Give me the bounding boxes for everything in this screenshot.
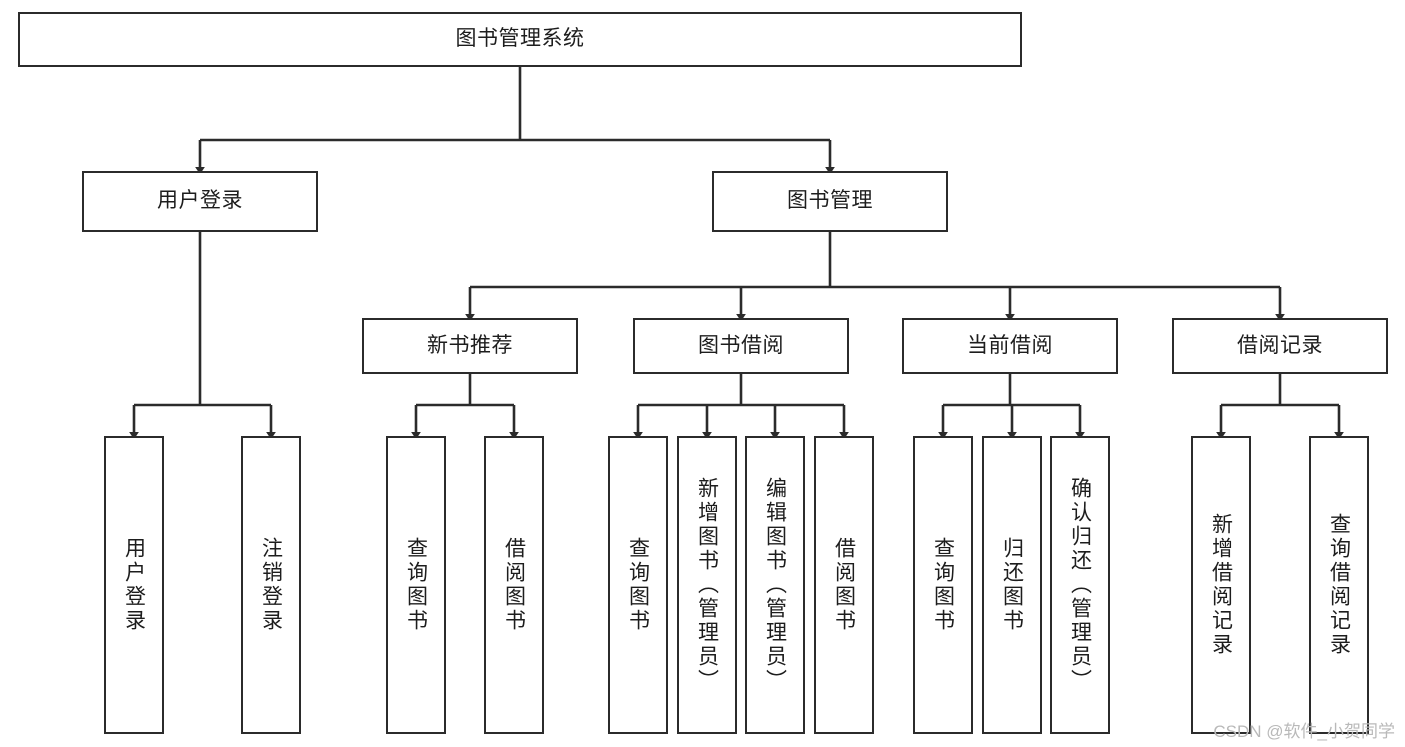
csdn-watermark: CSDN @软件_小贺同学 <box>1213 722 1395 741</box>
node-label: 新增借阅记录 <box>1209 513 1233 657</box>
node-label: 确认归还（管理员） <box>1068 477 1092 693</box>
node-leaf-logout[interactable]: 注销登录 <box>241 436 301 734</box>
node-label: 查询借阅记录 <box>1327 513 1351 657</box>
node-label: 借阅图书 <box>832 537 856 633</box>
node-label: 用户登录 <box>122 537 146 633</box>
node-label: 编辑图书（管理员） <box>763 477 787 693</box>
node-label: 图书管理 <box>787 189 873 213</box>
node-label: 归还图书 <box>1000 537 1024 633</box>
node-current-borrow[interactable]: 当前借阅 <box>902 318 1118 374</box>
node-label: 当前借阅 <box>967 333 1053 357</box>
node-leaf-query-book-3[interactable]: 查询图书 <box>913 436 973 734</box>
node-label: 查询图书 <box>931 537 955 633</box>
node-leaf-return-book[interactable]: 归还图书 <box>982 436 1042 734</box>
node-leaf-user-login[interactable]: 用户登录 <box>104 436 164 734</box>
node-label: 图书管理系统 <box>455 27 585 51</box>
node-label: 新书推荐 <box>427 333 513 357</box>
node-label: 查询图书 <box>626 537 650 633</box>
node-root[interactable]: 图书管理系统 <box>18 12 1022 67</box>
node-user-login[interactable]: 用户登录 <box>82 171 318 232</box>
node-leaf-query-book-1[interactable]: 查询图书 <box>386 436 446 734</box>
node-book-manage[interactable]: 图书管理 <box>712 171 948 232</box>
node-leaf-query-book-2[interactable]: 查询图书 <box>608 436 668 734</box>
node-leaf-add-record[interactable]: 新增借阅记录 <box>1191 436 1251 734</box>
node-leaf-query-record[interactable]: 查询借阅记录 <box>1309 436 1369 734</box>
node-new-book-rec[interactable]: 新书推荐 <box>362 318 578 374</box>
node-book-borrow[interactable]: 图书借阅 <box>633 318 849 374</box>
node-label: 借阅记录 <box>1237 333 1323 357</box>
node-leaf-add-book[interactable]: 新增图书（管理员） <box>677 436 737 734</box>
node-leaf-borrow-book-2[interactable]: 借阅图书 <box>814 436 874 734</box>
node-label: 借阅图书 <box>502 537 526 633</box>
node-label: 新增图书（管理员） <box>695 477 719 693</box>
node-leaf-edit-book[interactable]: 编辑图书（管理员） <box>745 436 805 734</box>
node-label: 用户登录 <box>157 189 243 213</box>
node-leaf-confirm-return[interactable]: 确认归还（管理员） <box>1050 436 1110 734</box>
node-borrow-record[interactable]: 借阅记录 <box>1172 318 1388 374</box>
node-leaf-borrow-book-1[interactable]: 借阅图书 <box>484 436 544 734</box>
node-label: 查询图书 <box>404 537 428 633</box>
node-label: 图书借阅 <box>698 333 784 357</box>
node-label: 注销登录 <box>259 537 283 633</box>
